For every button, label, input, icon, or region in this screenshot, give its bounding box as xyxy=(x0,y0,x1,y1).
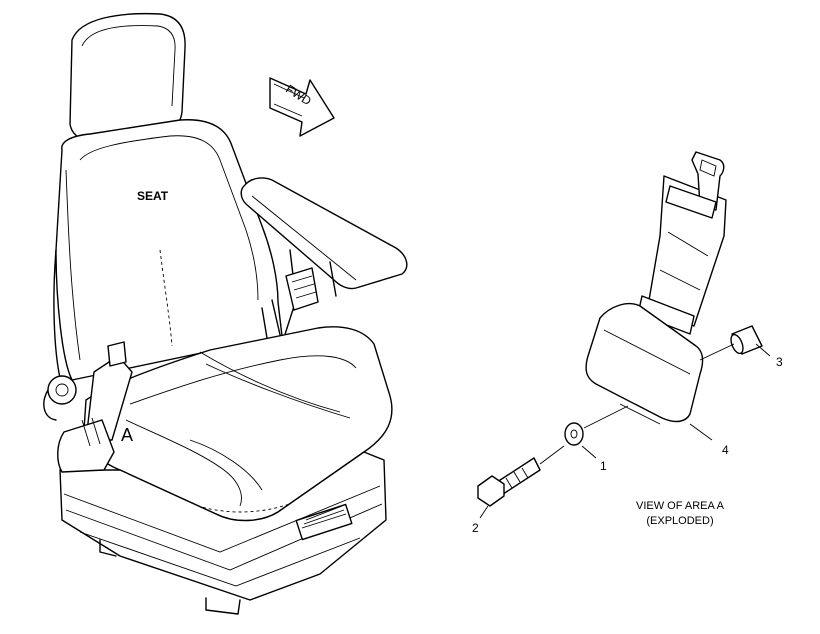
bolt xyxy=(477,457,541,507)
callout-4: 4 xyxy=(722,443,729,457)
callout-3: 3 xyxy=(776,355,783,369)
seat-buckle-right xyxy=(285,267,319,311)
view-caption-line1: VIEW OF AREA A xyxy=(636,500,725,512)
view-caption-line2: (EXPLODED) xyxy=(646,515,713,527)
fwd-arrow: FWD xyxy=(269,77,335,137)
seat-illustration xyxy=(43,12,408,615)
area-a-buckle xyxy=(57,419,115,473)
spacer-sleeve xyxy=(730,325,763,355)
buckle-housing xyxy=(585,302,704,423)
area-a-label: A xyxy=(121,425,133,445)
armrest xyxy=(240,177,408,290)
seat-label: SEAT xyxy=(137,189,169,203)
callout-1: 1 xyxy=(600,459,607,473)
seat-base xyxy=(59,451,387,601)
callout-2: 2 xyxy=(472,521,479,535)
exploded-view xyxy=(477,151,771,519)
washer xyxy=(564,422,584,446)
backrest xyxy=(55,119,283,381)
